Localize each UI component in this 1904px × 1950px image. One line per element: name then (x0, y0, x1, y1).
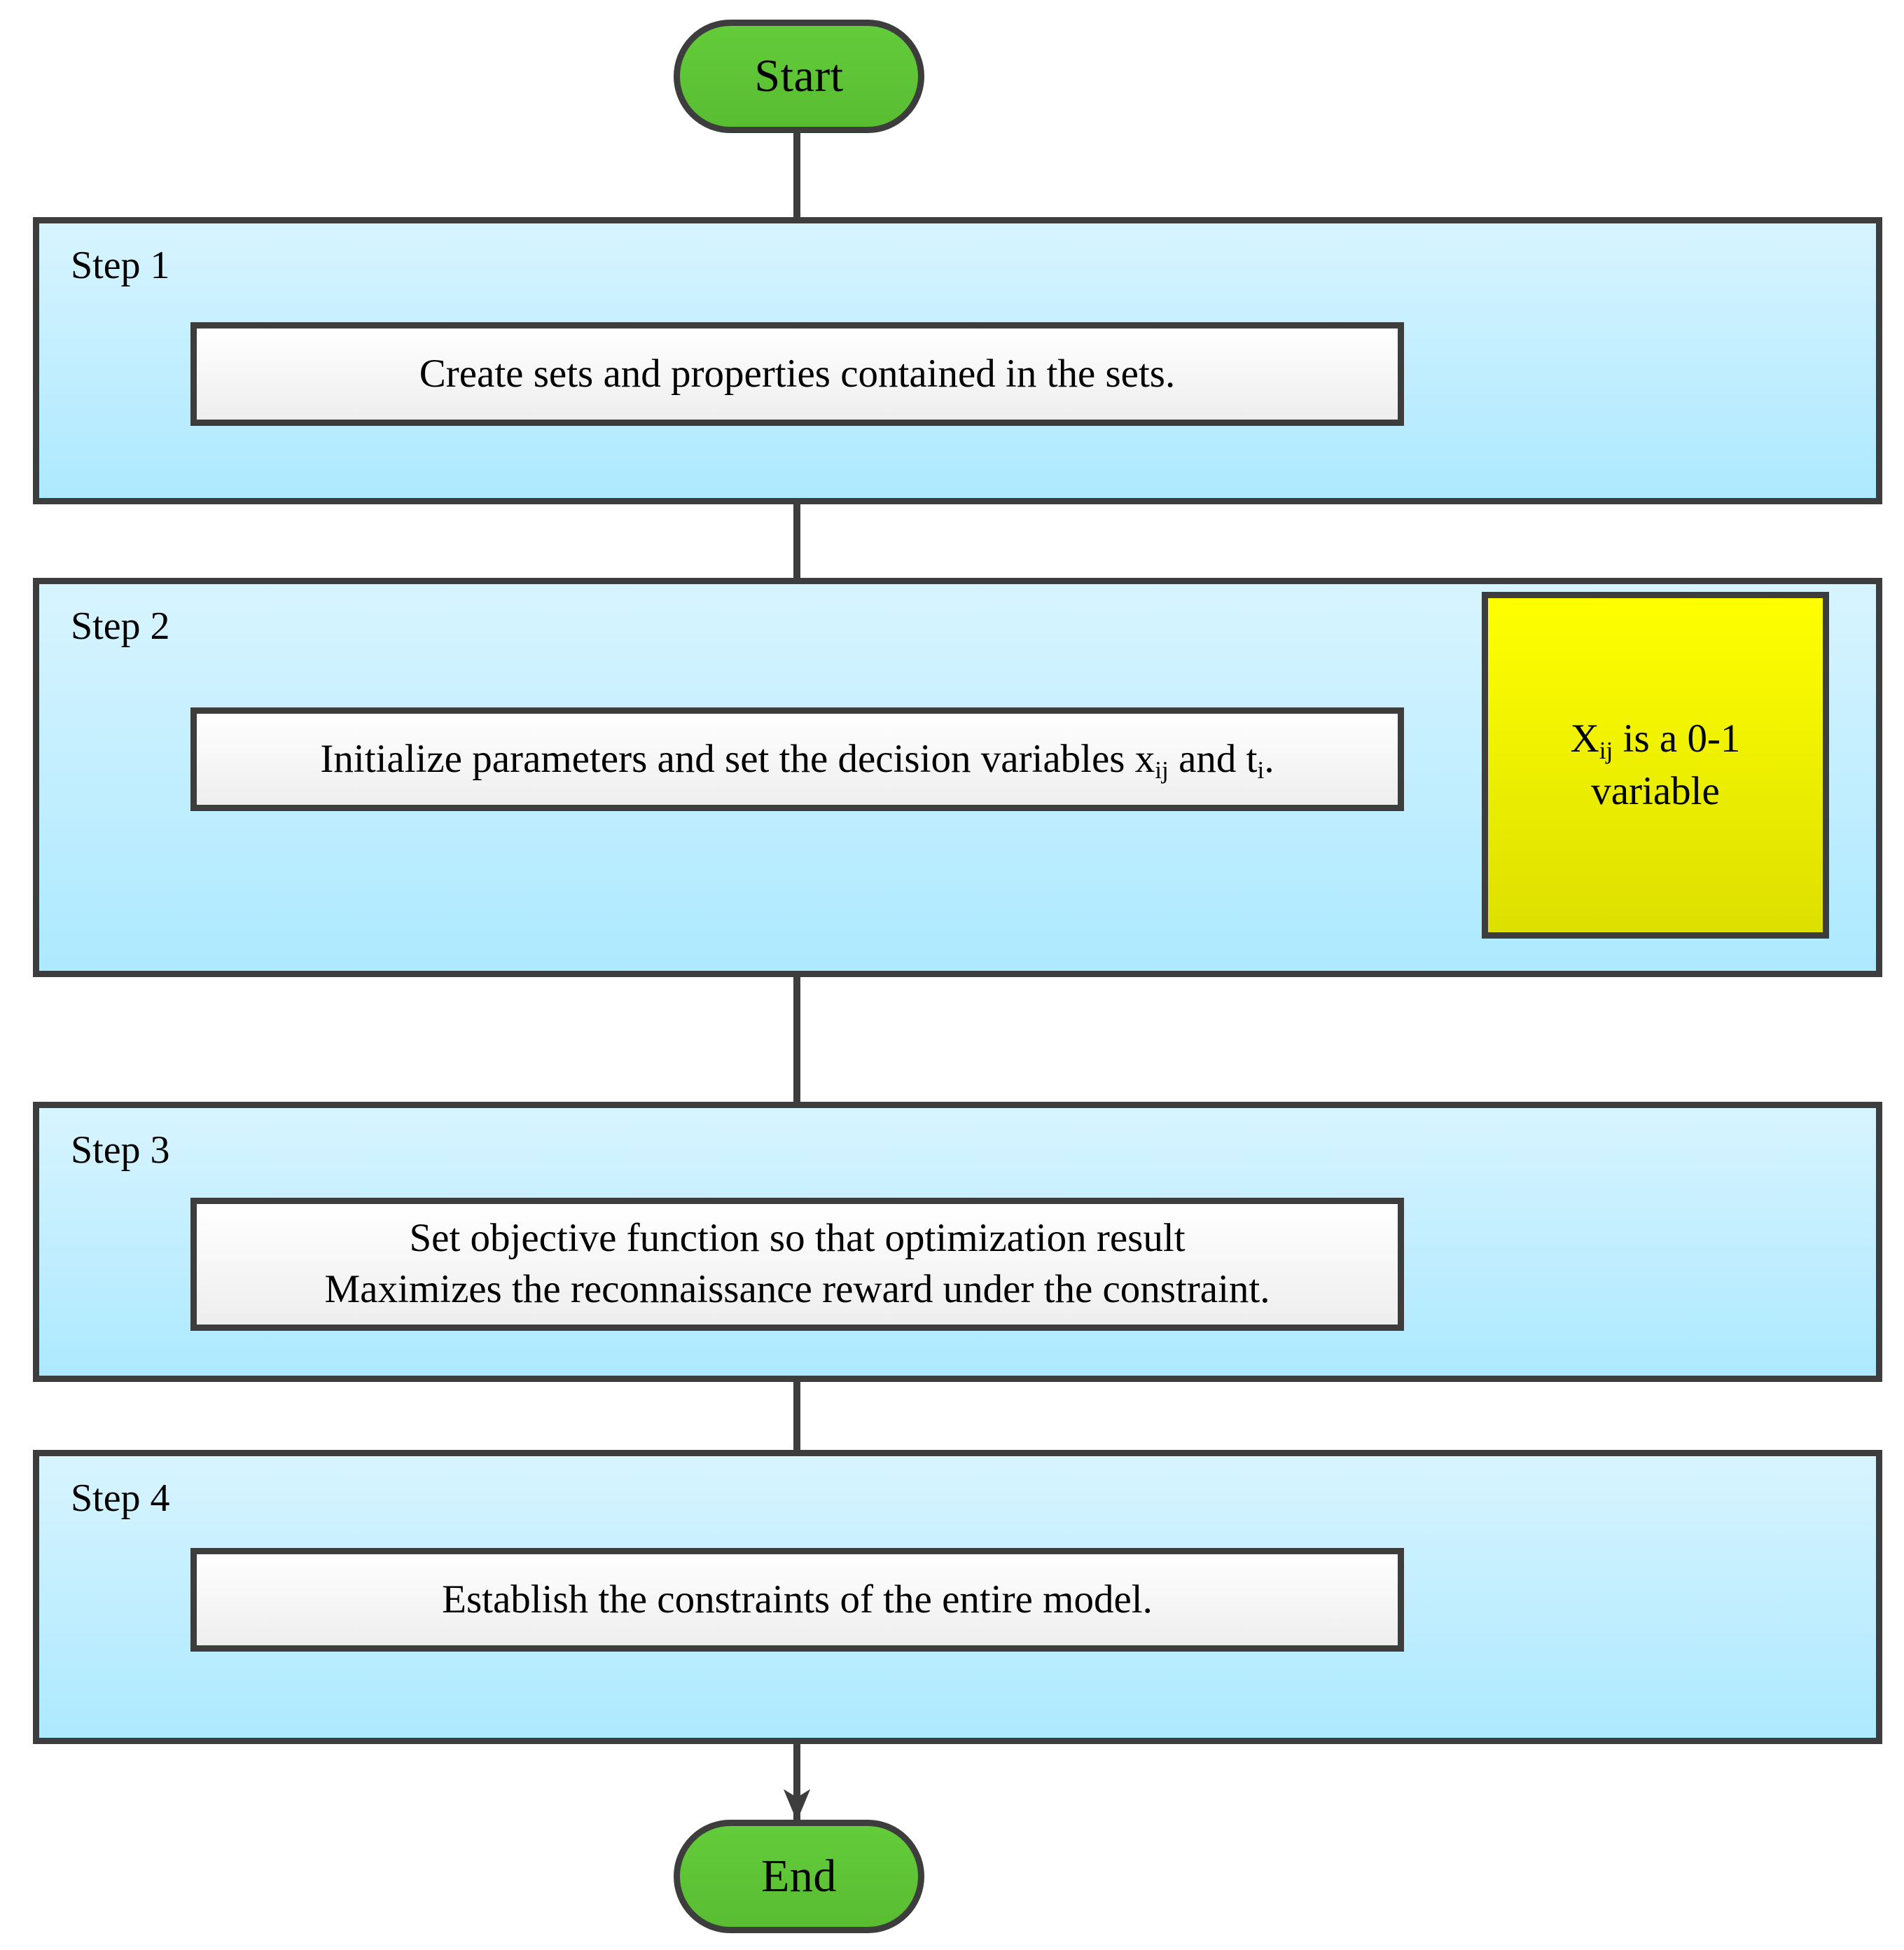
step-3-process-box[interactable]: Set objective function so that optimizat… (190, 1198, 1404, 1331)
start-node[interactable]: Start (674, 20, 924, 133)
end-node[interactable]: End (674, 1820, 924, 1933)
step-3-label: Step 3 (71, 1128, 170, 1172)
step-4-label: Step 4 (71, 1477, 170, 1520)
step-2-process-text: Initialize parameters and set the decisi… (320, 736, 1274, 784)
end-node-label: End (761, 1851, 837, 1902)
start-node-label: Start (754, 50, 844, 102)
step-2-process-box[interactable]: Initialize parameters and set the decisi… (190, 707, 1404, 811)
step-3-process-text-line-1: Set objective function so that optimizat… (409, 1216, 1186, 1261)
step-4-process-text: Establish the constraints of the entire … (442, 1577, 1153, 1621)
step-1-label: Step 1 (71, 244, 170, 287)
step-1-process-text: Create sets and properties contained in … (419, 351, 1176, 396)
step-2-label: Step 2 (71, 604, 170, 648)
step-1-process-box[interactable]: Create sets and properties contained in … (190, 322, 1404, 426)
step-3-process-text-line-2: Maximizes the reconnaissance reward unde… (324, 1267, 1270, 1311)
step-4-process-box[interactable]: Establish the constraints of the entire … (190, 1548, 1404, 1652)
